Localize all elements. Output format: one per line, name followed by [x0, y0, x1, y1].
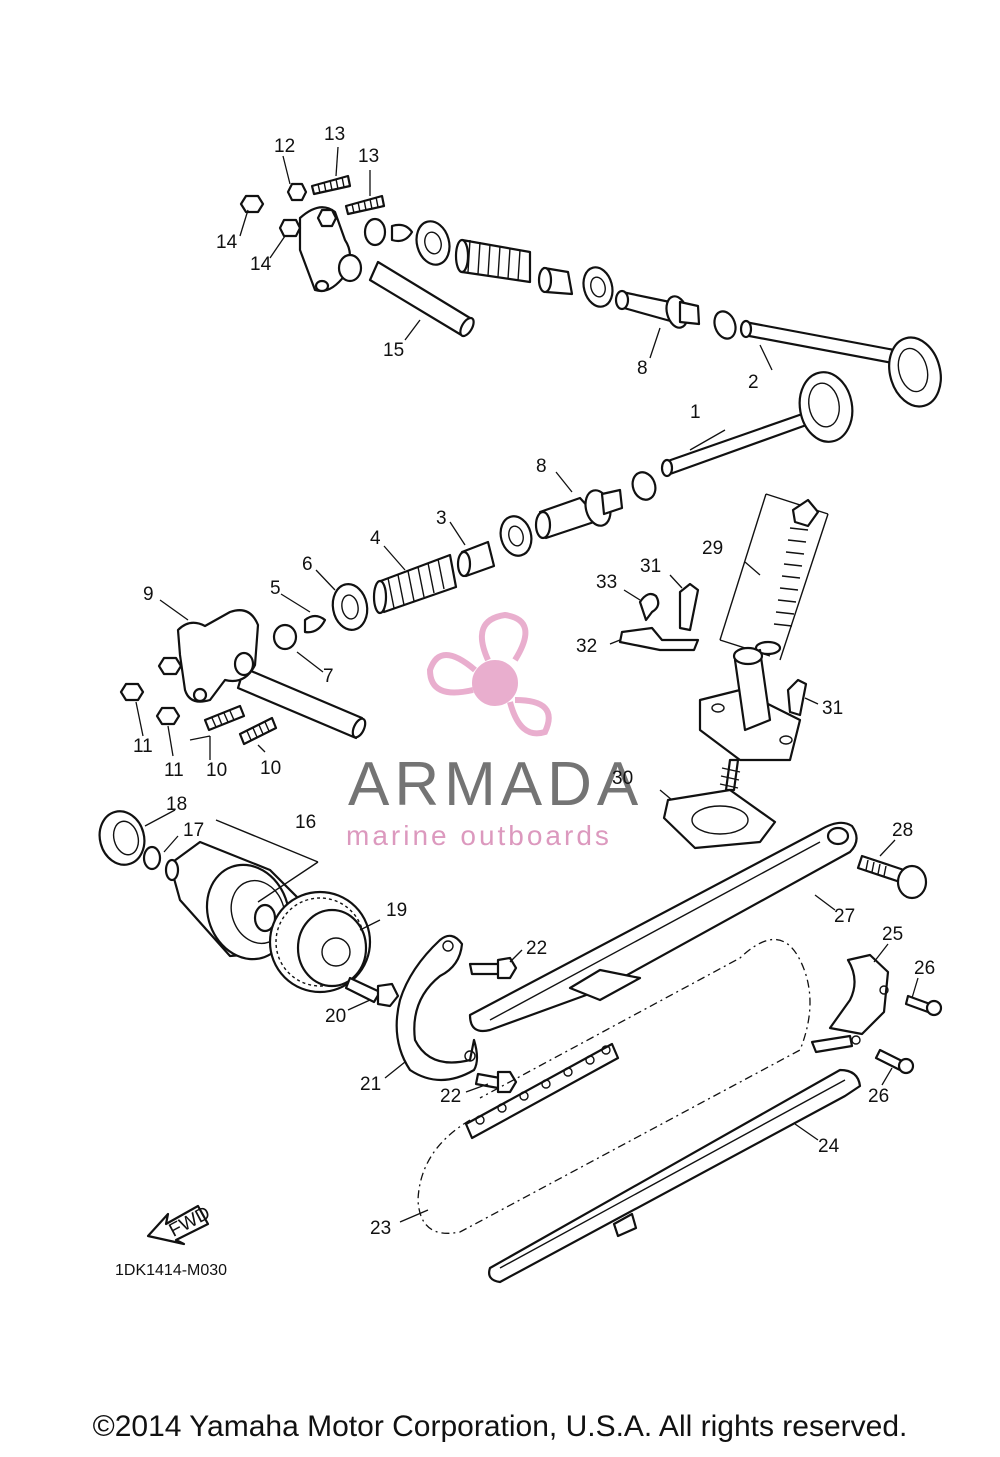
callout-10-right: 10	[260, 758, 281, 779]
callout-13-lower: 13	[358, 146, 379, 167]
callout-32: 32	[576, 636, 597, 657]
cam-chain	[417, 938, 811, 1234]
callout-26-lower: 26	[868, 1086, 889, 1107]
callout-8-upper: 8	[637, 358, 648, 379]
callout-7: 7	[323, 666, 334, 687]
brand-name: ARMADA	[348, 750, 643, 819]
guide-stopper	[810, 953, 943, 1075]
camshaft-assembly	[98, 810, 400, 1008]
chain-tensioner-assembly	[618, 493, 829, 792]
callout-14-left: 14	[216, 232, 238, 253]
callout-25: 25	[882, 924, 903, 945]
callout-5: 5	[270, 578, 281, 599]
callout-2: 2	[748, 372, 759, 393]
callout-19: 19	[386, 900, 407, 921]
callout-22-lower: 22	[440, 1086, 461, 1107]
callout-labels: 1 2 3 4 5 6 7 8 8 9 10 10 11 11 12 13 13…	[133, 124, 935, 1239]
callout-18: 18	[166, 794, 187, 815]
callout-33: 33	[596, 572, 617, 593]
callout-14-right: 14	[250, 254, 272, 275]
callout-13-upper: 13	[324, 124, 345, 145]
callout-27: 27	[834, 906, 855, 927]
callout-29: 29	[702, 538, 723, 559]
propeller-icon	[426, 611, 552, 737]
upper-valve-assembly	[239, 174, 942, 408]
guide-bolt	[856, 854, 928, 900]
callout-11-right: 11	[164, 760, 184, 781]
drawing-code: 1DK1414-M030	[115, 1262, 228, 1279]
callout-22-upper: 22	[526, 938, 547, 959]
callout-17: 17	[183, 820, 204, 841]
callout-28: 28	[892, 820, 913, 841]
tensioner-gasket	[662, 788, 777, 850]
camshaft-retainer-plate	[395, 934, 479, 1081]
callout-21: 21	[360, 1074, 381, 1095]
leader-lines	[135, 146, 919, 1223]
callout-31-lower: 31	[822, 698, 843, 719]
callout-12: 12	[274, 136, 295, 157]
callout-10-left: 10	[206, 760, 227, 781]
forward-arrow-icon: FWD	[146, 1203, 214, 1246]
brand-tagline: marine outboards	[346, 820, 612, 851]
callout-15: 15	[383, 340, 404, 361]
callout-4: 4	[370, 528, 381, 549]
copyright-notice: ©2014 Yamaha Motor Corporation, U.S.A. A…	[92, 1410, 908, 1443]
upper-valve-spring	[454, 238, 532, 284]
callout-24: 24	[818, 1136, 840, 1157]
lower-valve-assembly	[119, 371, 854, 746]
armada-logo: ARMADA marine outboards	[346, 611, 643, 851]
fwd-label: FWD	[166, 1203, 214, 1242]
callout-11-left: 11	[133, 736, 153, 757]
callout-20: 20	[325, 1006, 346, 1027]
callout-23: 23	[370, 1218, 391, 1239]
callout-1: 1	[690, 402, 701, 423]
chain-guide-27	[468, 821, 858, 1033]
callout-26-upper: 26	[914, 958, 935, 979]
chain-guide-24	[488, 1068, 862, 1284]
callout-8-lower: 8	[536, 456, 547, 477]
callout-30: 30	[612, 768, 633, 789]
callout-16: 16	[295, 812, 316, 833]
callout-6: 6	[302, 554, 313, 575]
callout-31-upper: 31	[640, 556, 661, 577]
callout-9: 9	[143, 584, 154, 605]
chain-links	[475, 1045, 611, 1125]
lower-valve-spring	[372, 553, 458, 615]
callout-3: 3	[436, 508, 447, 529]
